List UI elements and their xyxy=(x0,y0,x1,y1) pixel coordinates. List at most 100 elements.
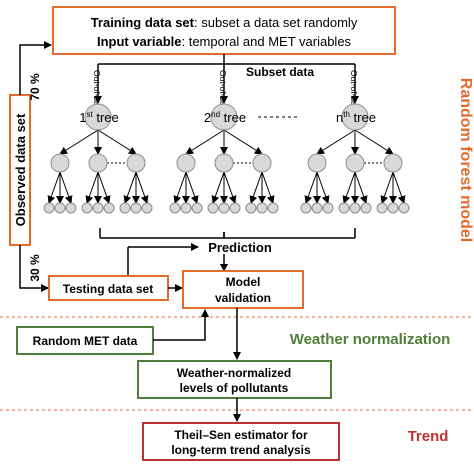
oob-label-3: Out-of-bag xyxy=(349,70,359,111)
tree-edge xyxy=(316,129,356,155)
connector-observed-to-testing xyxy=(19,245,49,292)
svg-text:Training data set: subset a da: Training data set: subset a data set ran… xyxy=(91,15,358,30)
section-label-weather-normalization: Weather normalization xyxy=(290,331,451,348)
tree-leaf-node xyxy=(311,202,323,214)
tree-internal-node xyxy=(126,153,146,173)
pct-70-label: 70 % xyxy=(28,73,42,101)
tree-internal-node xyxy=(383,153,403,173)
tree-leaf-node xyxy=(65,202,77,214)
normalized-line1: Weather-normalized xyxy=(177,366,291,380)
tree-leaf-node xyxy=(398,202,410,214)
tree-edge xyxy=(85,171,99,204)
subset-data-label: Subset data xyxy=(246,65,314,79)
tree-root-node xyxy=(84,103,112,131)
tree-leaf-node xyxy=(103,202,115,214)
tree-label: 2nd tree xyxy=(204,110,246,125)
tree-leaf-node xyxy=(349,202,361,214)
tree-edge xyxy=(392,171,406,204)
tree-edge xyxy=(261,171,275,204)
tree-leaf-node xyxy=(245,202,257,214)
tree-leaf-node xyxy=(92,202,104,214)
random-met-label: Random MET data xyxy=(33,334,138,348)
tree-internal-node xyxy=(345,153,365,173)
tree-label: 1st tree xyxy=(79,110,118,125)
tree-root-node xyxy=(210,103,238,131)
tree-leaf-node xyxy=(169,202,181,214)
tree-edge xyxy=(223,171,237,204)
tree-edge xyxy=(97,171,111,204)
testing-data-box: Testing data set xyxy=(48,275,169,301)
tree-edge xyxy=(316,171,330,204)
tree-leaf-node xyxy=(207,202,219,214)
tree-edge xyxy=(173,171,187,204)
tree-leaf-node xyxy=(141,202,153,214)
tree-edge xyxy=(223,129,263,155)
tree-edge xyxy=(304,171,318,204)
tree-edge xyxy=(342,171,356,204)
tree-edge xyxy=(47,171,61,204)
tree-label: nth tree xyxy=(336,110,376,125)
prediction-label: Prediction xyxy=(208,240,272,255)
tree-leaf-node xyxy=(43,202,55,214)
observed-data-box: Observed data set xyxy=(9,94,31,246)
tree-internal-node xyxy=(50,153,70,173)
connector-met-to-validation xyxy=(153,309,209,341)
tree-leaf-node xyxy=(81,202,93,214)
trees-group: 1st tree 2nd tree nth tree xyxy=(43,103,410,214)
tree-edge xyxy=(59,129,99,155)
validation-line2: validation xyxy=(215,291,271,305)
section-label-random-forest: Random forest model xyxy=(457,78,474,242)
theil-line1: Theil–Sen estimator for xyxy=(174,428,308,442)
normalized-line2: levels of pollutants xyxy=(180,381,289,395)
tree-internal-node xyxy=(176,153,196,173)
prediction-node: Prediction xyxy=(99,228,356,275)
tree-edge xyxy=(354,129,394,155)
theil-sen-box: Theil–Sen estimator for long-term trend … xyxy=(142,422,340,461)
tree-leaf-node xyxy=(256,202,268,214)
tree-internal-node xyxy=(214,153,234,173)
tree-internal-node xyxy=(252,153,272,173)
tree-edge xyxy=(211,171,225,204)
theil-line2: long-term trend analysis xyxy=(171,443,311,457)
tree-edge xyxy=(354,171,368,204)
tree-internal-node xyxy=(307,153,327,173)
tree-leaf-node xyxy=(180,202,192,214)
tree-leaf-node xyxy=(300,202,312,214)
training-label: Training data set xyxy=(91,15,195,30)
tree-edge xyxy=(185,129,225,155)
tree-edge xyxy=(135,171,149,204)
tree-edge xyxy=(185,171,199,204)
tree-leaf-node xyxy=(267,202,279,214)
pct-30-label: 30 % xyxy=(28,254,42,282)
tree-edge xyxy=(97,129,137,155)
tree-root-node xyxy=(341,103,369,131)
training-text: : subset a data set randomly xyxy=(194,15,358,30)
tree-leaf-node xyxy=(54,202,66,214)
model-validation-box: Model validation xyxy=(182,270,304,309)
tree-leaf-node xyxy=(360,202,372,214)
weather-normalized-box: Weather-normalized levels of pollutants xyxy=(137,360,332,399)
tree-leaf-node xyxy=(191,202,203,214)
tree-leaf-node xyxy=(376,202,388,214)
oob-label-2: Out-of-bag xyxy=(218,70,228,111)
subset-branching: Subset data xyxy=(94,54,359,104)
tree-internal-node xyxy=(88,153,108,173)
tree-edge xyxy=(59,171,73,204)
tree-leaf-node xyxy=(387,202,399,214)
tree-edge xyxy=(249,171,263,204)
random-met-box: Random MET data xyxy=(16,326,154,355)
testing-label: Testing data set xyxy=(63,282,153,296)
tree-leaf-node xyxy=(218,202,230,214)
tree-leaf-node xyxy=(338,202,350,214)
tree-leaf-node xyxy=(322,202,334,214)
training-data-box: Training data set: subset a data set ran… xyxy=(52,6,396,55)
oob-label-1: Out-of-bag xyxy=(92,70,102,111)
input-variable-label: Input variable xyxy=(97,34,182,49)
section-label-trend: Trend xyxy=(408,428,449,445)
tree-edge xyxy=(123,171,137,204)
tree-leaf-node xyxy=(119,202,131,214)
connector-observed-to-training xyxy=(19,41,52,95)
tree-edge xyxy=(380,171,394,204)
observed-label: Observed data set xyxy=(13,113,28,226)
